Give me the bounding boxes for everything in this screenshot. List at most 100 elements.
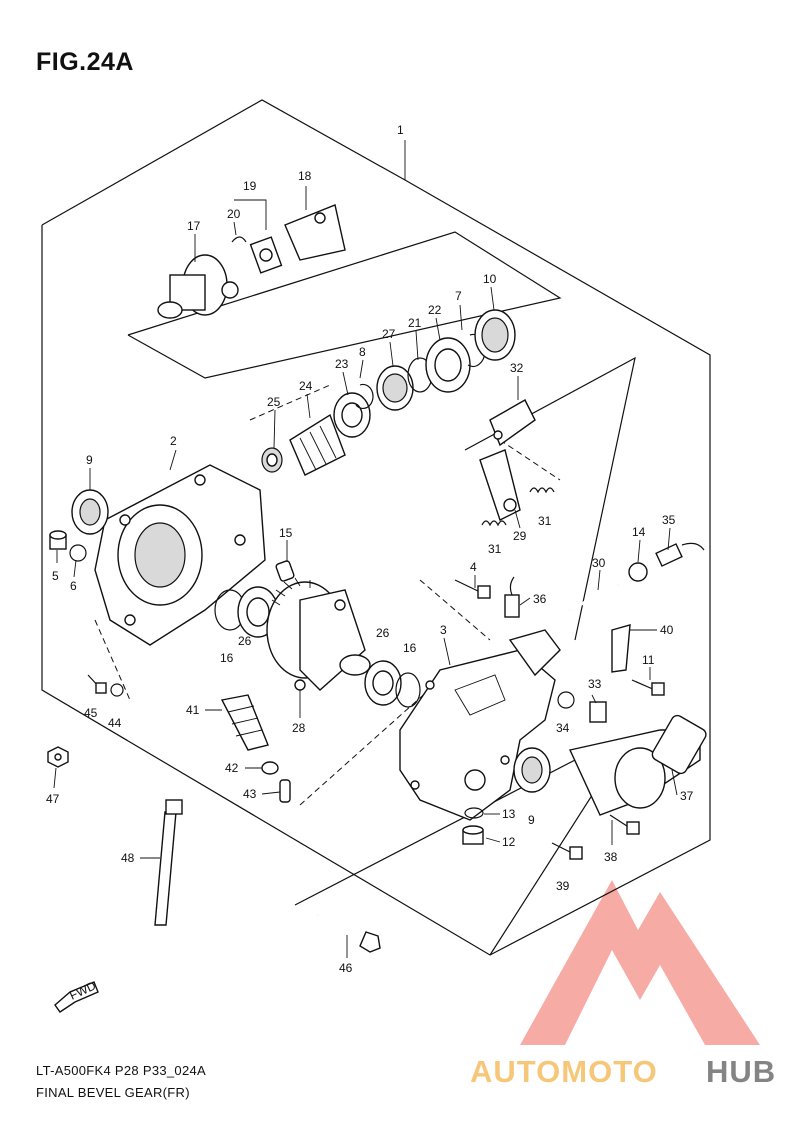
part-4-bolt xyxy=(454,579,491,599)
guide-line-3 xyxy=(419,579,491,641)
callout-7: 7 xyxy=(455,289,462,303)
figure-title: FIG.24A xyxy=(36,48,134,76)
part-23-bearing xyxy=(333,392,371,438)
callout-33: 33 xyxy=(588,677,602,691)
callout-12: 12 xyxy=(502,835,516,849)
callout-26b: 26 xyxy=(376,626,390,640)
part-14-seal xyxy=(628,562,648,582)
part-41-boot xyxy=(220,694,269,751)
part-27-bearing-race xyxy=(376,365,414,411)
callout-17: 17 xyxy=(187,219,201,233)
callout-38: 38 xyxy=(604,850,618,864)
part-2-gear-case-cover xyxy=(94,464,266,646)
callout-23: 23 xyxy=(335,357,349,371)
callout-25: 25 xyxy=(267,395,281,409)
callout-18: 18 xyxy=(298,169,312,183)
callout-22: 22 xyxy=(428,303,442,317)
callout-16a: 16 xyxy=(220,651,234,665)
callout-40: 40 xyxy=(660,623,674,637)
part-11-bolt xyxy=(631,679,665,696)
callout-9b: 9 xyxy=(528,813,535,827)
callout-29: 29 xyxy=(513,529,527,543)
guide-line-4 xyxy=(94,619,131,701)
part-10-oil-seal xyxy=(474,309,516,361)
part-38-bolt xyxy=(609,814,640,835)
callout-46: 46 xyxy=(339,961,353,975)
part-30-shaft xyxy=(569,583,619,612)
leader-lines xyxy=(53,140,678,958)
callout-36: 36 xyxy=(533,592,547,606)
callout-37: 37 xyxy=(680,789,694,803)
part-33-sensor xyxy=(589,701,607,723)
part-25-needle-bearing xyxy=(261,447,283,473)
part-8-circlip xyxy=(355,383,374,410)
callout-9a: 9 xyxy=(86,453,93,467)
part-46-long-bolt xyxy=(317,914,381,953)
callout-32: 32 xyxy=(510,361,524,375)
callout-42: 42 xyxy=(225,761,239,775)
part-3-gear-case xyxy=(399,629,561,821)
part-37-actuator xyxy=(569,714,707,816)
callout-5: 5 xyxy=(52,569,59,583)
part-17-drive-flange xyxy=(157,254,239,319)
callout-45: 45 xyxy=(84,706,98,720)
part-31-spring-b xyxy=(529,487,555,494)
part-44-washer xyxy=(110,683,124,697)
callout-27: 27 xyxy=(382,327,396,341)
callout-28: 28 xyxy=(292,721,306,735)
part-35-connector xyxy=(655,542,705,567)
part-48-cable-tie xyxy=(154,799,183,926)
callout-11: 11 xyxy=(642,653,655,667)
part-26-bearing-right xyxy=(364,660,402,706)
callout-24: 24 xyxy=(299,379,313,393)
callout-8: 8 xyxy=(359,345,366,359)
joint-subassembly-box xyxy=(127,231,562,379)
part-22-bearing xyxy=(425,337,471,393)
part-6-gasket xyxy=(69,544,87,562)
callout-1: 1 xyxy=(397,123,404,137)
guide-line-5 xyxy=(299,679,441,806)
caption-name: FINAL BEVEL GEAR(FR) xyxy=(36,1085,190,1100)
watermark-word-part1: AUTOMOTO xyxy=(470,1054,658,1089)
callout-47: 47 xyxy=(46,792,60,806)
callout-4: 4 xyxy=(470,560,477,574)
callout-48: 48 xyxy=(121,851,135,865)
callout-14: 14 xyxy=(632,525,646,539)
caption-model: LT-A500FK4 P28 P33_024A xyxy=(36,1063,206,1078)
part-ring-gear-differential xyxy=(266,577,371,691)
part-19-universal-joint xyxy=(231,236,283,274)
part-16-shim-right xyxy=(395,672,421,708)
part-24-pinion-gear xyxy=(289,413,346,476)
part-13-gasket xyxy=(464,807,484,819)
callout-31a: 31 xyxy=(488,542,502,556)
part-12-plug xyxy=(462,825,484,845)
callout-30: 30 xyxy=(592,556,606,570)
part-9-oil-seal-right xyxy=(513,747,551,793)
part-40-bracket xyxy=(611,624,631,673)
callout-2: 2 xyxy=(170,434,177,448)
fwd-arrow: FWD xyxy=(54,978,99,1013)
part-5-plug xyxy=(49,530,67,550)
callout-20: 20 xyxy=(227,207,241,221)
part-9-oil-seal-left xyxy=(71,489,109,535)
part-31-spring-a xyxy=(481,520,507,527)
part-45-bolt xyxy=(87,674,107,694)
callout-labels: 1 2 3 4 5 6 7 8 9 9 10 11 12 13 14 15 16… xyxy=(46,123,694,975)
callout-13: 13 xyxy=(502,807,516,821)
callout-3: 3 xyxy=(440,623,447,637)
callout-6: 6 xyxy=(70,579,77,593)
callout-34: 34 xyxy=(556,721,570,735)
part-15-dowel xyxy=(275,560,295,582)
callout-21: 21 xyxy=(408,316,422,330)
callout-39: 39 xyxy=(556,879,570,893)
watermark-triangle xyxy=(520,880,760,1045)
callout-43: 43 xyxy=(243,787,257,801)
callout-16b: 16 xyxy=(403,641,417,655)
watermark-logo: AUTOMOTO HUB xyxy=(470,880,775,1089)
part-36-sensor xyxy=(504,576,520,618)
callout-26a: 26 xyxy=(238,634,252,648)
part-29-lever xyxy=(479,449,521,521)
callout-31b: 31 xyxy=(538,514,552,528)
callout-15: 15 xyxy=(279,526,293,540)
callout-44: 44 xyxy=(108,716,122,730)
